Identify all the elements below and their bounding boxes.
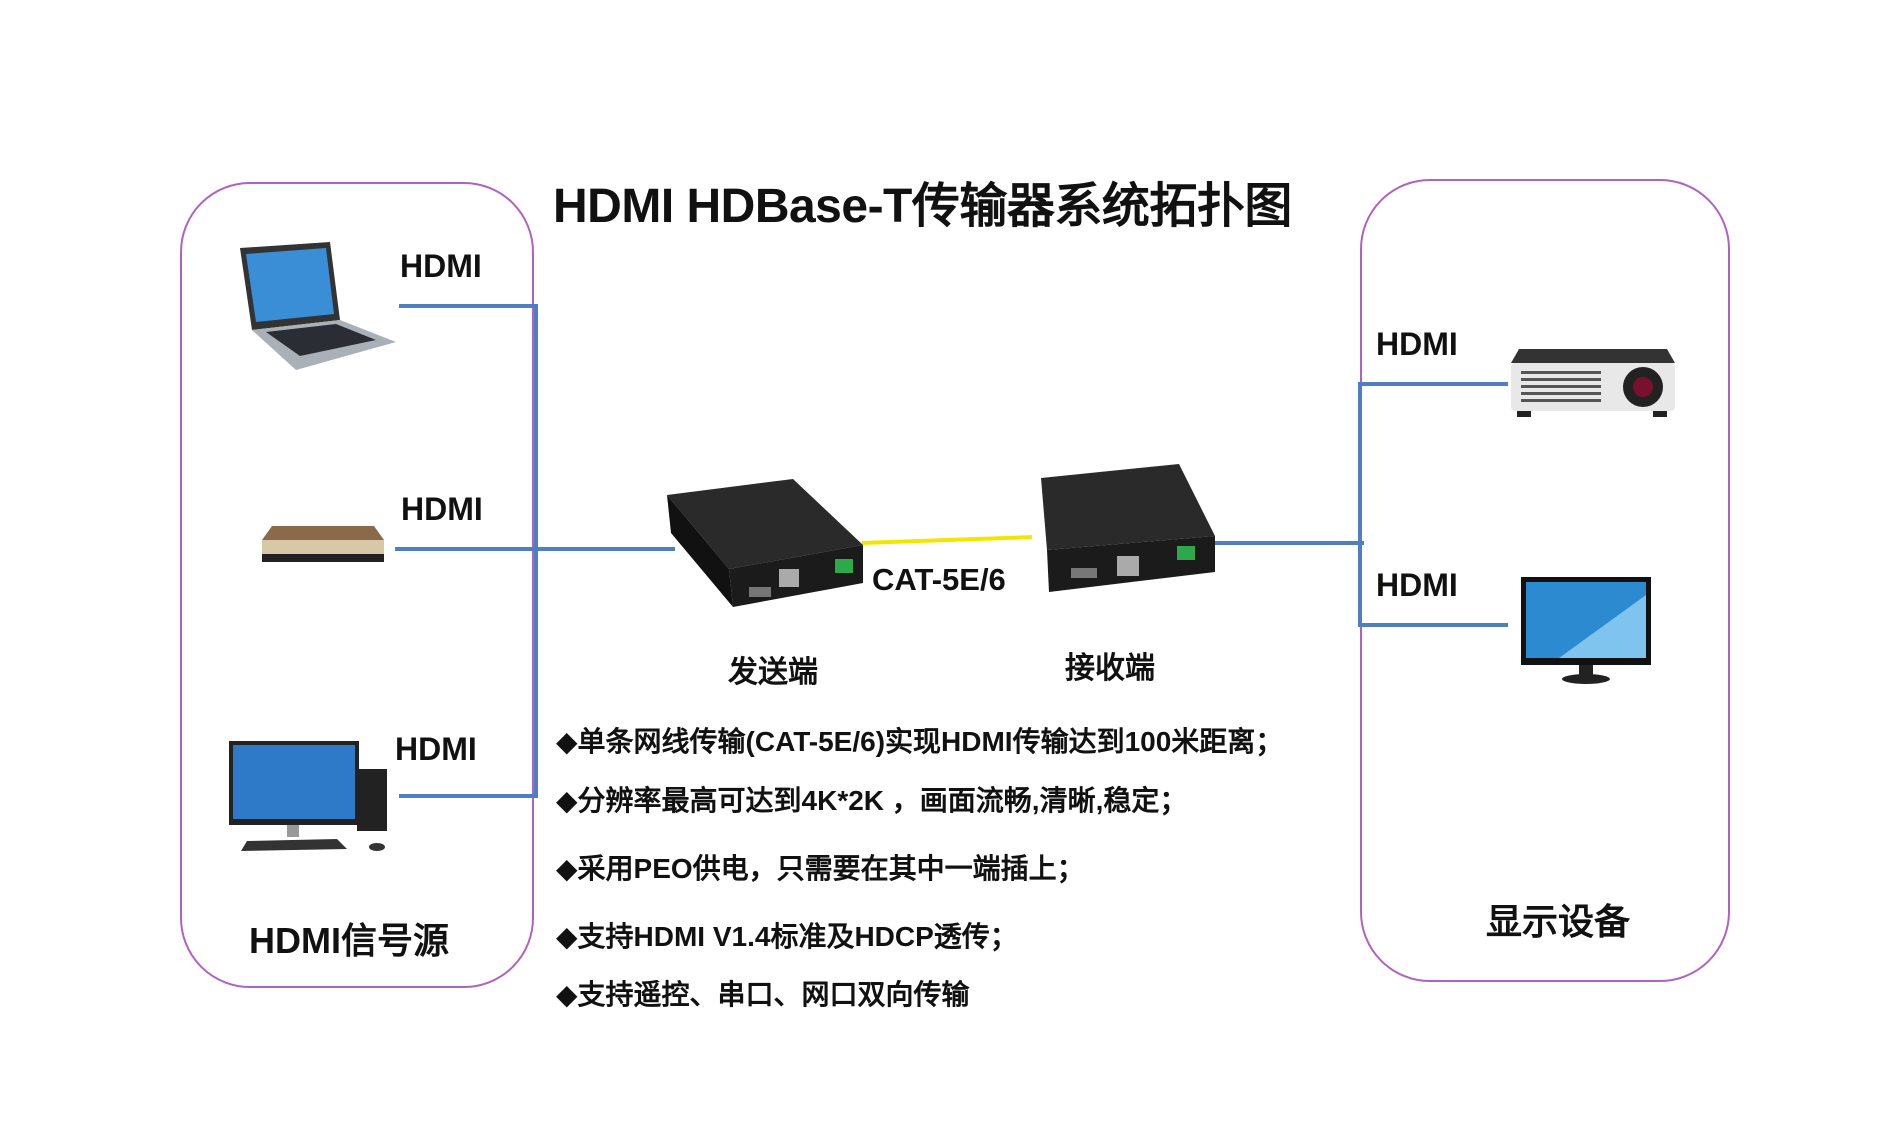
hdmi-label-dvd: HDMI bbox=[401, 491, 483, 527]
hdmi-bus-right bbox=[1358, 382, 1362, 627]
transmitter-icon bbox=[667, 479, 863, 607]
cat-cable-line bbox=[861, 535, 1032, 545]
monitor-icon bbox=[1521, 577, 1651, 684]
dvd-player-icon bbox=[262, 526, 384, 562]
hdmi-line-monitor bbox=[1358, 623, 1508, 627]
feature-item: ◆支持遥控、串口、网口双向传输 bbox=[556, 979, 970, 1010]
receiver-caption: 接收端 bbox=[1065, 652, 1155, 685]
feature-item: ◆分辨率最高可达到4K*2K ，画面流畅,清晰,稳定； bbox=[556, 785, 1188, 816]
hdmi-line-projector bbox=[1358, 382, 1508, 386]
feature-item: ◆单条网线传输(CAT-5E/6)实现HDMI传输达到100米距离； bbox=[556, 726, 1284, 757]
display-group-caption: 显示设备 bbox=[1486, 901, 1631, 942]
desktop-pc-icon bbox=[229, 741, 387, 851]
hdmi-line-laptop bbox=[399, 304, 538, 308]
feature-item: ◆采用PEO供电，只需要在其中一端插上； bbox=[556, 853, 1085, 884]
hdmi-bus-left bbox=[534, 304, 538, 798]
source-group-caption: HDMI信号源 bbox=[249, 920, 449, 961]
receiver-icon bbox=[1041, 464, 1215, 592]
laptop-icon bbox=[240, 242, 396, 370]
diagram-title: HDMI HDBase-T传输器系统拓扑图 bbox=[553, 180, 1292, 233]
hdmi-label-desktop: HDMI bbox=[395, 731, 477, 767]
feature-item: ◆支持HDMI V1.4标准及HDCP透传； bbox=[556, 921, 1018, 952]
hdmi-label-laptop: HDMI bbox=[400, 248, 482, 284]
hdmi-label-monitor: HDMI bbox=[1376, 567, 1458, 603]
hdmi-label-projector: HDMI bbox=[1376, 326, 1458, 362]
hdmi-line-receiver bbox=[1212, 541, 1364, 545]
transmitter-caption: 发送端 bbox=[728, 656, 818, 689]
source-group-frame bbox=[180, 182, 534, 988]
projector-icon bbox=[1511, 349, 1675, 417]
hdmi-line-desktop bbox=[399, 794, 538, 798]
cable-label: CAT-5E/6 bbox=[872, 562, 1006, 597]
hdmi-line-dvd bbox=[395, 547, 675, 551]
